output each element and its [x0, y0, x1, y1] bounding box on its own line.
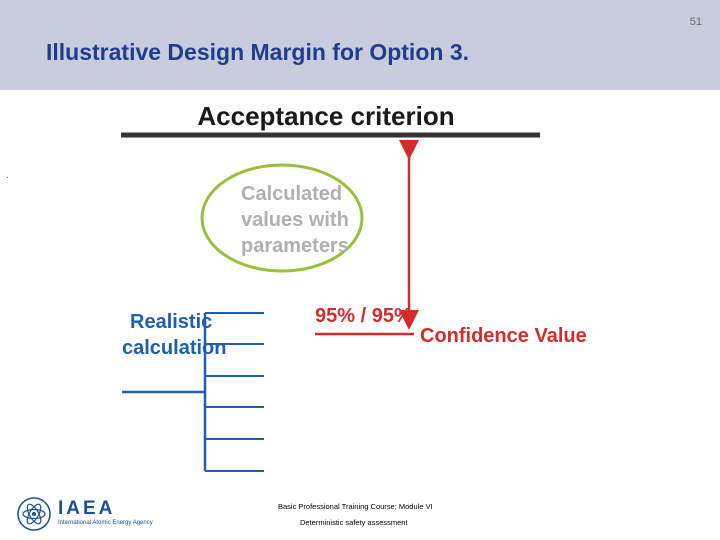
iaea-logo-name: IAEA: [58, 498, 116, 519]
realistic-label-line-2: calculation: [122, 337, 226, 359]
confidence-value-label: Confidence Value: [420, 325, 587, 347]
slide-title: Illustrative Design Margin for Option 3.: [46, 39, 469, 65]
footer-course: Basic Professional Training Course; Modu…: [278, 502, 433, 511]
calculated-values-line-3: parameters: [241, 235, 349, 257]
iaea-atom-emblem-icon: [17, 497, 51, 531]
calculated-values-ellipse: [200, 163, 364, 273]
slide-header: [0, 0, 720, 90]
percentile-label: 95% / 95%: [315, 305, 412, 327]
acceptance-criterion-label: Acceptance criterion: [197, 101, 454, 131]
stray-mark: .: [6, 170, 9, 181]
page-number: 51: [689, 16, 702, 28]
realistic-label-line-1: Realistic: [130, 311, 212, 333]
iaea-logo-subtitle: International Atomic Energy Agency: [58, 520, 153, 526]
calculated-values-line-2: values with: [241, 209, 349, 231]
footer-subtitle: Deterministic safety assessment: [300, 518, 408, 527]
calculated-values-line-1: Calculated: [241, 183, 342, 205]
iaea-logo: IAEA International Atomic Energy Agency: [16, 496, 176, 532]
